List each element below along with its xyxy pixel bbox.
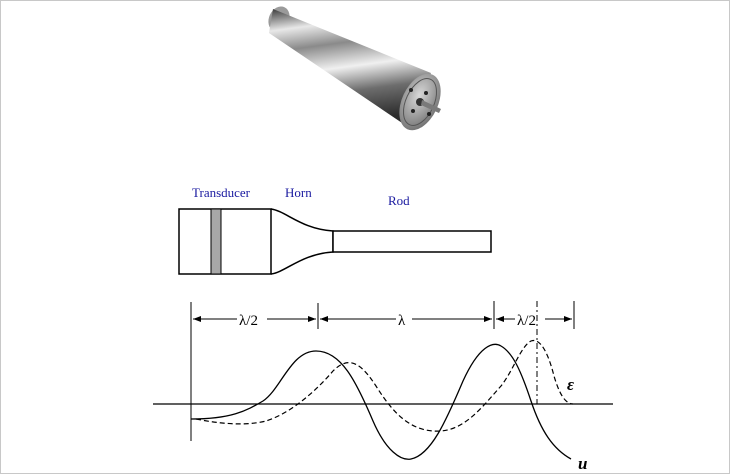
dim-label-full-wave: λ bbox=[398, 313, 406, 329]
dim-label-half-wave-end: λ/2 bbox=[517, 313, 536, 329]
horn-profile bbox=[270, 208, 334, 275]
strain-curve-label: ε bbox=[567, 375, 574, 394]
dim-mask-2 bbox=[396, 311, 412, 329]
displacement-curve-label: u bbox=[578, 454, 587, 473]
dim-mask-1 bbox=[237, 311, 267, 329]
piezo-element bbox=[210, 208, 222, 275]
rod-label: Rod bbox=[388, 193, 410, 208]
strain-curve bbox=[195, 339, 574, 432]
horn-label: Horn bbox=[285, 185, 312, 200]
transducer-label: Transducer bbox=[192, 185, 251, 200]
metal-rod-photo bbox=[268, 6, 441, 131]
horn-schematic bbox=[178, 208, 492, 275]
displacement-curve bbox=[190, 343, 572, 460]
transducer-block bbox=[178, 208, 272, 275]
rod-body bbox=[332, 230, 492, 253]
dim-label-half-wave: λ/2 bbox=[239, 313, 258, 329]
